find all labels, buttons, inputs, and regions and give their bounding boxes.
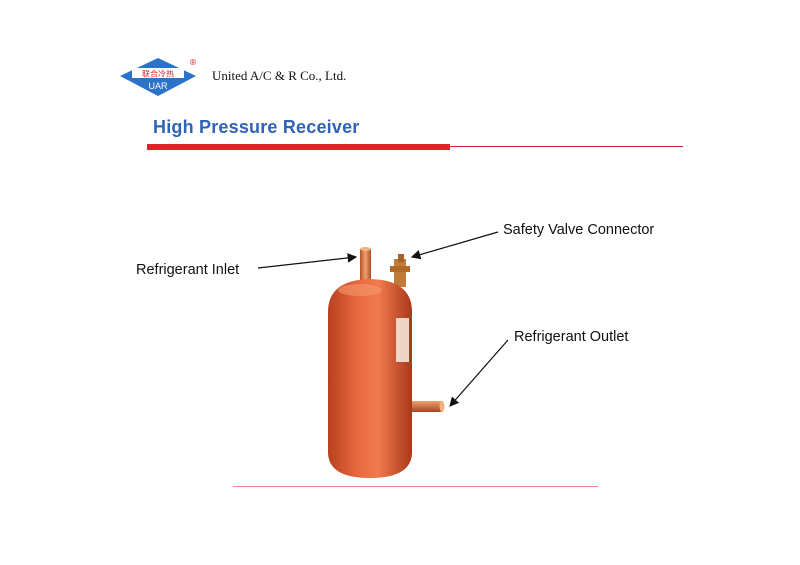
company-name: United A/C & R Co., Ltd. xyxy=(212,68,347,83)
logo-bottom-triangle xyxy=(120,76,196,96)
tank-sticker xyxy=(396,318,409,362)
page-title: High Pressure Receiver xyxy=(153,117,360,137)
bottom-divider xyxy=(233,486,598,487)
inlet-arrow xyxy=(257,253,358,269)
title-underline-thin xyxy=(450,146,683,147)
safety-valve-fitting xyxy=(390,254,410,287)
receiver-tank xyxy=(328,279,412,478)
registered-mark: ® xyxy=(189,58,197,67)
logo-chinese-text: 联合冷热 xyxy=(142,69,174,79)
inlet-pipe xyxy=(360,249,371,285)
logo-abbr-text: UAR xyxy=(148,81,168,91)
title-underline-thick xyxy=(147,144,450,150)
safety-valve-arrow xyxy=(410,231,499,260)
label-refrigerant-inlet: Refrigerant Inlet xyxy=(136,262,240,278)
outlet-arrow xyxy=(449,339,509,407)
uar-logo: 联合冷热 UAR ® xyxy=(120,58,197,96)
label-refrigerant-outlet: Refrigerant Outlet xyxy=(514,329,629,345)
label-safety-valve-connector: Safety Valve Connector xyxy=(503,222,655,238)
outlet-pipe xyxy=(412,401,442,412)
logo-band xyxy=(132,68,184,78)
